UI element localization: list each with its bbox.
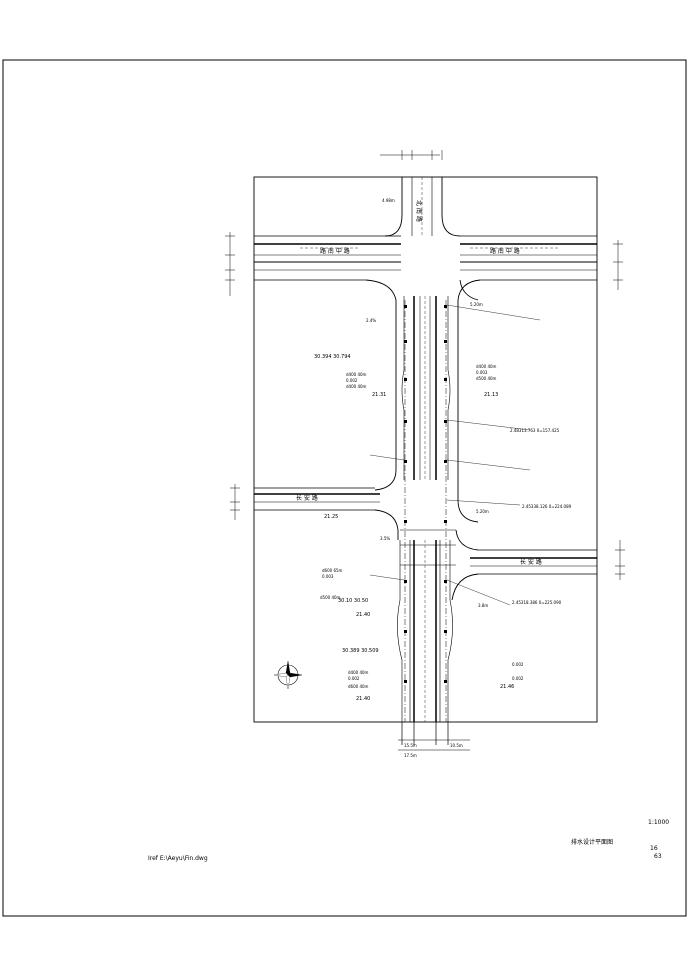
drawing-title: 排水设计平面图 — [571, 839, 614, 846]
sheet-total: 63 — [654, 853, 662, 860]
elev-note: 21.46 — [500, 684, 514, 690]
pipe-note: d400 40m — [346, 372, 367, 377]
callouts: 2.48313.763 0=157.425 2.45338.126 0=224.… — [510, 428, 572, 605]
manhole-markers — [404, 305, 447, 683]
elev-note: 2.4% — [366, 318, 376, 323]
elev-note: 3.5% — [380, 536, 390, 541]
elev-note: 30.10 30.50 — [338, 598, 368, 604]
pipe-notes: d400 40m d400 40m d600 65m d500 40m d400… — [320, 364, 524, 689]
sheet-border — [2, 59, 687, 917]
elev-note: 30.394 30.794 — [314, 354, 351, 360]
pipe-slope: 0.002 — [346, 378, 358, 383]
pipe-slope: 0.002 — [348, 676, 360, 681]
main-road — [365, 279, 481, 722]
road-label-north: 北 南 路 — [415, 200, 423, 222]
file-reference: Iref E:\Aeyu\Fin.dwg — [148, 855, 208, 862]
pipe-note: d400 40m — [346, 384, 367, 389]
south-exit — [398, 722, 470, 751]
sheet-number: 16 — [650, 845, 658, 852]
elev-note: 5.20m — [470, 302, 483, 307]
mid-right-road — [400, 529, 597, 601]
pipe-note: d400 40m — [476, 364, 497, 369]
dimension-bottom: 15.5m — [404, 743, 417, 748]
dimension-bottom: 17.5m — [404, 753, 417, 758]
pipe-slope: 0.003 — [322, 574, 334, 579]
mid-left-road — [254, 487, 399, 540]
scale-label: 1:1000 — [648, 819, 670, 826]
elev-note: 3.8m — [478, 603, 488, 608]
road-label-top: 路 南 中 路 — [320, 247, 350, 255]
road-label-top-right: 路 南 中 路 — [490, 247, 520, 255]
side-dimension-marks — [225, 232, 625, 580]
pipe-note: d400 40m — [348, 670, 369, 675]
road-label-mid-left: 长 安 路 — [296, 494, 318, 502]
dimension-bottom: 10.5m — [450, 743, 463, 748]
pipe-note: d500 40m — [476, 376, 497, 381]
callout-note: 2.48313.763 0=157.425 — [510, 428, 560, 433]
plan-frame — [253, 176, 598, 723]
top-dimension-marks — [380, 150, 443, 160]
elev-note: 21.40 — [356, 696, 370, 702]
elev-note: 30.389 30.509 — [342, 648, 379, 654]
top-road — [254, 235, 597, 281]
callout-note: 2.45338.126 0=224.089 — [522, 504, 572, 509]
elev-note: 21.13 — [484, 392, 498, 398]
elev-note: 21.40 — [356, 612, 370, 618]
road-label-mid-right: 长 安 路 — [520, 558, 542, 566]
north-arrow-icon — [273, 660, 303, 690]
pipe-slope: 0.003 — [476, 370, 488, 375]
pipe-note: d600 65m — [322, 568, 343, 573]
pipe-slope: 0.002 — [512, 662, 524, 667]
pipe-note: d600 40m — [348, 684, 369, 689]
pipe-slope: 0.002 — [512, 676, 524, 681]
elevation-notes: 30.394 30.794 21.31 21.25 30.10 30.50 21… — [314, 198, 514, 702]
callout-note: 2.45318.386 0=225.090 — [512, 600, 562, 605]
elev-note: 21.31 — [372, 392, 386, 398]
elev-note: 4.98m — [382, 198, 395, 203]
elev-note: 5.20m — [476, 509, 489, 514]
leader-lines — [369, 304, 541, 606]
pipe-note: d500 40m — [320, 595, 341, 600]
north-branch-road — [384, 177, 461, 237]
elev-note: 21.25 — [324, 514, 338, 520]
